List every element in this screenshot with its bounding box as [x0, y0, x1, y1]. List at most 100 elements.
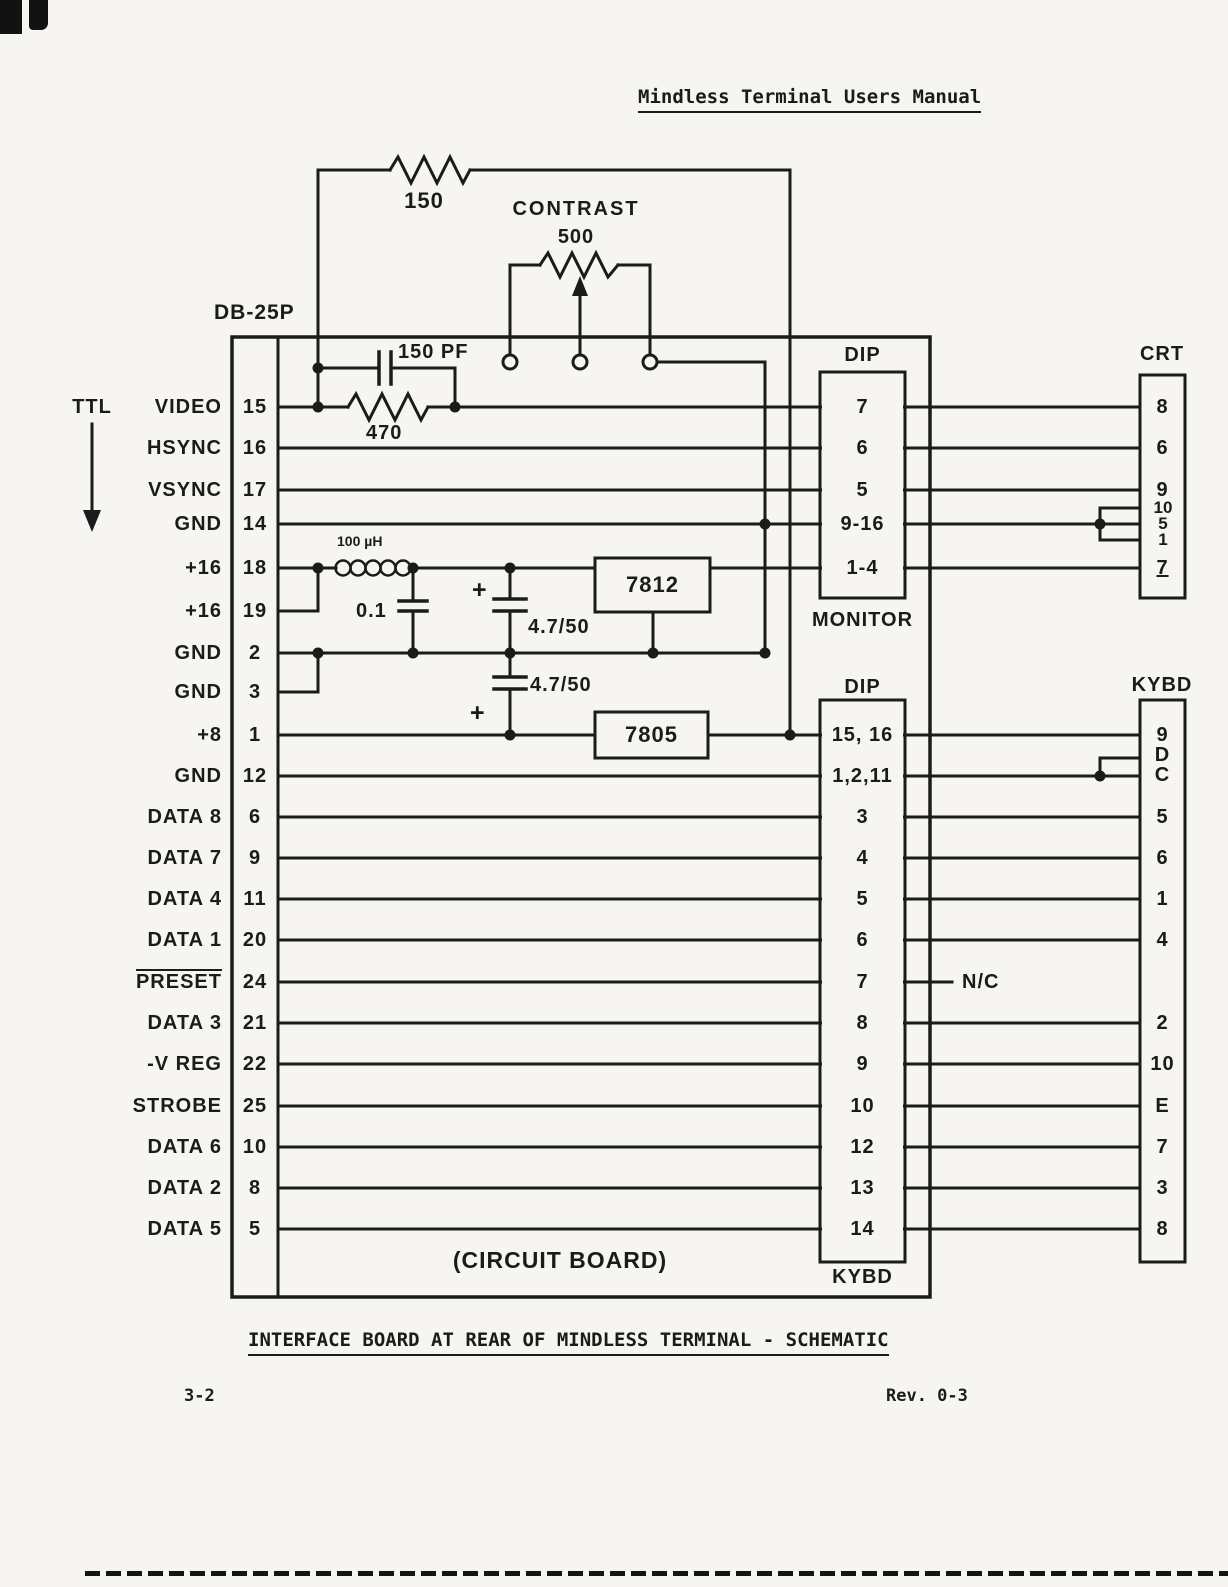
db25-pin-number: 9 [248, 847, 262, 869]
inductor-100uh-symbol [334, 559, 412, 577]
monitor-label: MONITOR [811, 609, 914, 631]
dip-pin-number: 7 [822, 969, 903, 995]
ttl-label: TTL [72, 396, 112, 418]
signal-wires [276, 405, 1142, 1231]
ttl-direction-arrow [83, 422, 101, 532]
db25-pin-number: 10 [242, 1136, 268, 1158]
db25-pin-number: 1 [248, 724, 262, 746]
capacitor-150pf-symbol [377, 350, 393, 386]
signal-label: DATA 3 [147, 1012, 222, 1034]
inductor-100uh-label: 100 µH [337, 533, 383, 549]
db25-pin-number: 11 [243, 888, 267, 910]
dip-pin-number: 5 [822, 886, 903, 912]
revision-label: Rev. 0-3 [886, 1386, 968, 1406]
dip-pin-number: 13 [822, 1175, 903, 1201]
signal-label: GND [174, 765, 222, 787]
kybd-connector-box [1138, 698, 1187, 1264]
dip-pin-number: 7 [822, 394, 903, 420]
signal-label: +8 [197, 724, 222, 746]
signal-label: DATA 2 [147, 1177, 222, 1199]
db25p-label: DB-25P [214, 301, 295, 324]
kybd-pin-number: 10 [1150, 1053, 1175, 1075]
capacitor-0_1-symbol [397, 599, 429, 613]
db25-pin-number: 24 [242, 971, 268, 993]
kybd-pin-number: 7 [1156, 1136, 1169, 1158]
polarity-plus-lower: + [470, 699, 486, 727]
db25-pin-number: 6 [248, 806, 262, 828]
kybd-pin-number: 4 [1156, 929, 1169, 951]
kybd-right-label: KYBD [1131, 674, 1193, 696]
db25-pin-number: 2 [248, 642, 262, 664]
contrast-label: CONTRAST [512, 198, 640, 220]
crt-pin-number: 6 [1156, 437, 1169, 459]
kybd-lower-label: KYBD [832, 1266, 893, 1288]
dip-pin-number: 5 [822, 477, 903, 503]
signal-label: GND [174, 642, 222, 664]
dip-pin-number: 15, 16 [822, 722, 903, 748]
kybd-pin-number: 8 [1156, 1218, 1169, 1240]
crt-label: CRT [1139, 343, 1185, 365]
dip-pin-number: 4 [822, 845, 903, 871]
signal-label: VIDEO [154, 396, 222, 418]
resistor-470-label: 470 [366, 422, 403, 444]
scan-artifact [85, 1571, 1228, 1576]
kybd-pin-number: 9 [1156, 724, 1169, 746]
db25-pin-number: 8 [248, 1177, 262, 1199]
cap-0_1-label: 0.1 [356, 600, 387, 622]
cap-4_7-upper-label: 4.7/50 [528, 616, 590, 638]
db25-pin-number: 18 [242, 557, 268, 579]
db25-pin-number: 3 [248, 681, 262, 703]
circuit-board-label: (CIRCUIT BOARD) [452, 1247, 668, 1273]
crt-pin-number: 5 [1144, 515, 1182, 532]
dip-pin-number: 6 [822, 435, 903, 461]
resistor-150-label: 150 [404, 188, 444, 213]
db25-pin-number: 16 [242, 437, 268, 459]
dip-pin-number: 14 [822, 1216, 903, 1242]
dip-pin-number: 3 [822, 804, 903, 830]
signal-label: DATA 7 [147, 847, 222, 869]
db25-pin-number: 21 [242, 1012, 268, 1034]
kybd-pin-number: 2 [1156, 1012, 1169, 1034]
signal-label: -V REG [147, 1053, 222, 1075]
scan-artifact [0, 0, 22, 34]
db25-pin-number: 25 [242, 1095, 268, 1117]
dip-pin-number: 1,2,11 [822, 763, 903, 789]
potentiometer-500-symbol [537, 249, 621, 296]
kybd-pin-number: 6 [1156, 847, 1169, 869]
page-number: 3-2 [184, 1386, 215, 1406]
capacitor-4_7-lower-symbol [492, 675, 528, 691]
signal-label: STROBE [132, 1095, 222, 1117]
signal-label: VSYNC [148, 479, 222, 501]
db25-pin-number: 12 [242, 765, 268, 787]
crt-pin-number: 9 [1156, 479, 1169, 501]
signal-label: DATA 5 [147, 1218, 222, 1240]
pot-terminal-circles [501, 353, 659, 371]
kybd-pin-number: 3 [1156, 1177, 1169, 1199]
dip-pin-number: 12 [822, 1134, 903, 1160]
crt-pin-number: 1 [1144, 531, 1182, 548]
dip-pin-number: 9 [822, 1051, 903, 1077]
kybd-pin-number: C [1154, 764, 1171, 786]
scan-artifact [29, 0, 48, 30]
nc-label: N/C [962, 971, 1000, 993]
resistor-150-symbol [387, 153, 473, 187]
db25-pin-number: 5 [248, 1218, 262, 1240]
dip-lower-label: DIP [844, 676, 881, 698]
regulator-7805-box [593, 710, 710, 760]
db25-pin-number: 15 [242, 396, 268, 418]
capacitor-4_7-upper-symbol [492, 597, 528, 613]
resistor-470-symbol [345, 390, 431, 424]
crt-pin-number: 8 [1156, 396, 1169, 418]
polarity-plus-upper: + [472, 576, 488, 604]
regulator-7812-box [593, 556, 712, 614]
signal-label: DATA 1 [147, 929, 222, 951]
schematic-caption: INTERFACE BOARD AT REAR OF MINDLESS TERM… [248, 1329, 889, 1356]
pot-500-label: 500 [557, 226, 595, 248]
signal-label: +16 [185, 600, 222, 622]
dip-pin-number: 8 [822, 1010, 903, 1036]
signal-label: DATA 6 [147, 1136, 222, 1158]
crt-pin-number: 10 [1144, 499, 1182, 516]
power-contrast-wires [316, 168, 792, 737]
